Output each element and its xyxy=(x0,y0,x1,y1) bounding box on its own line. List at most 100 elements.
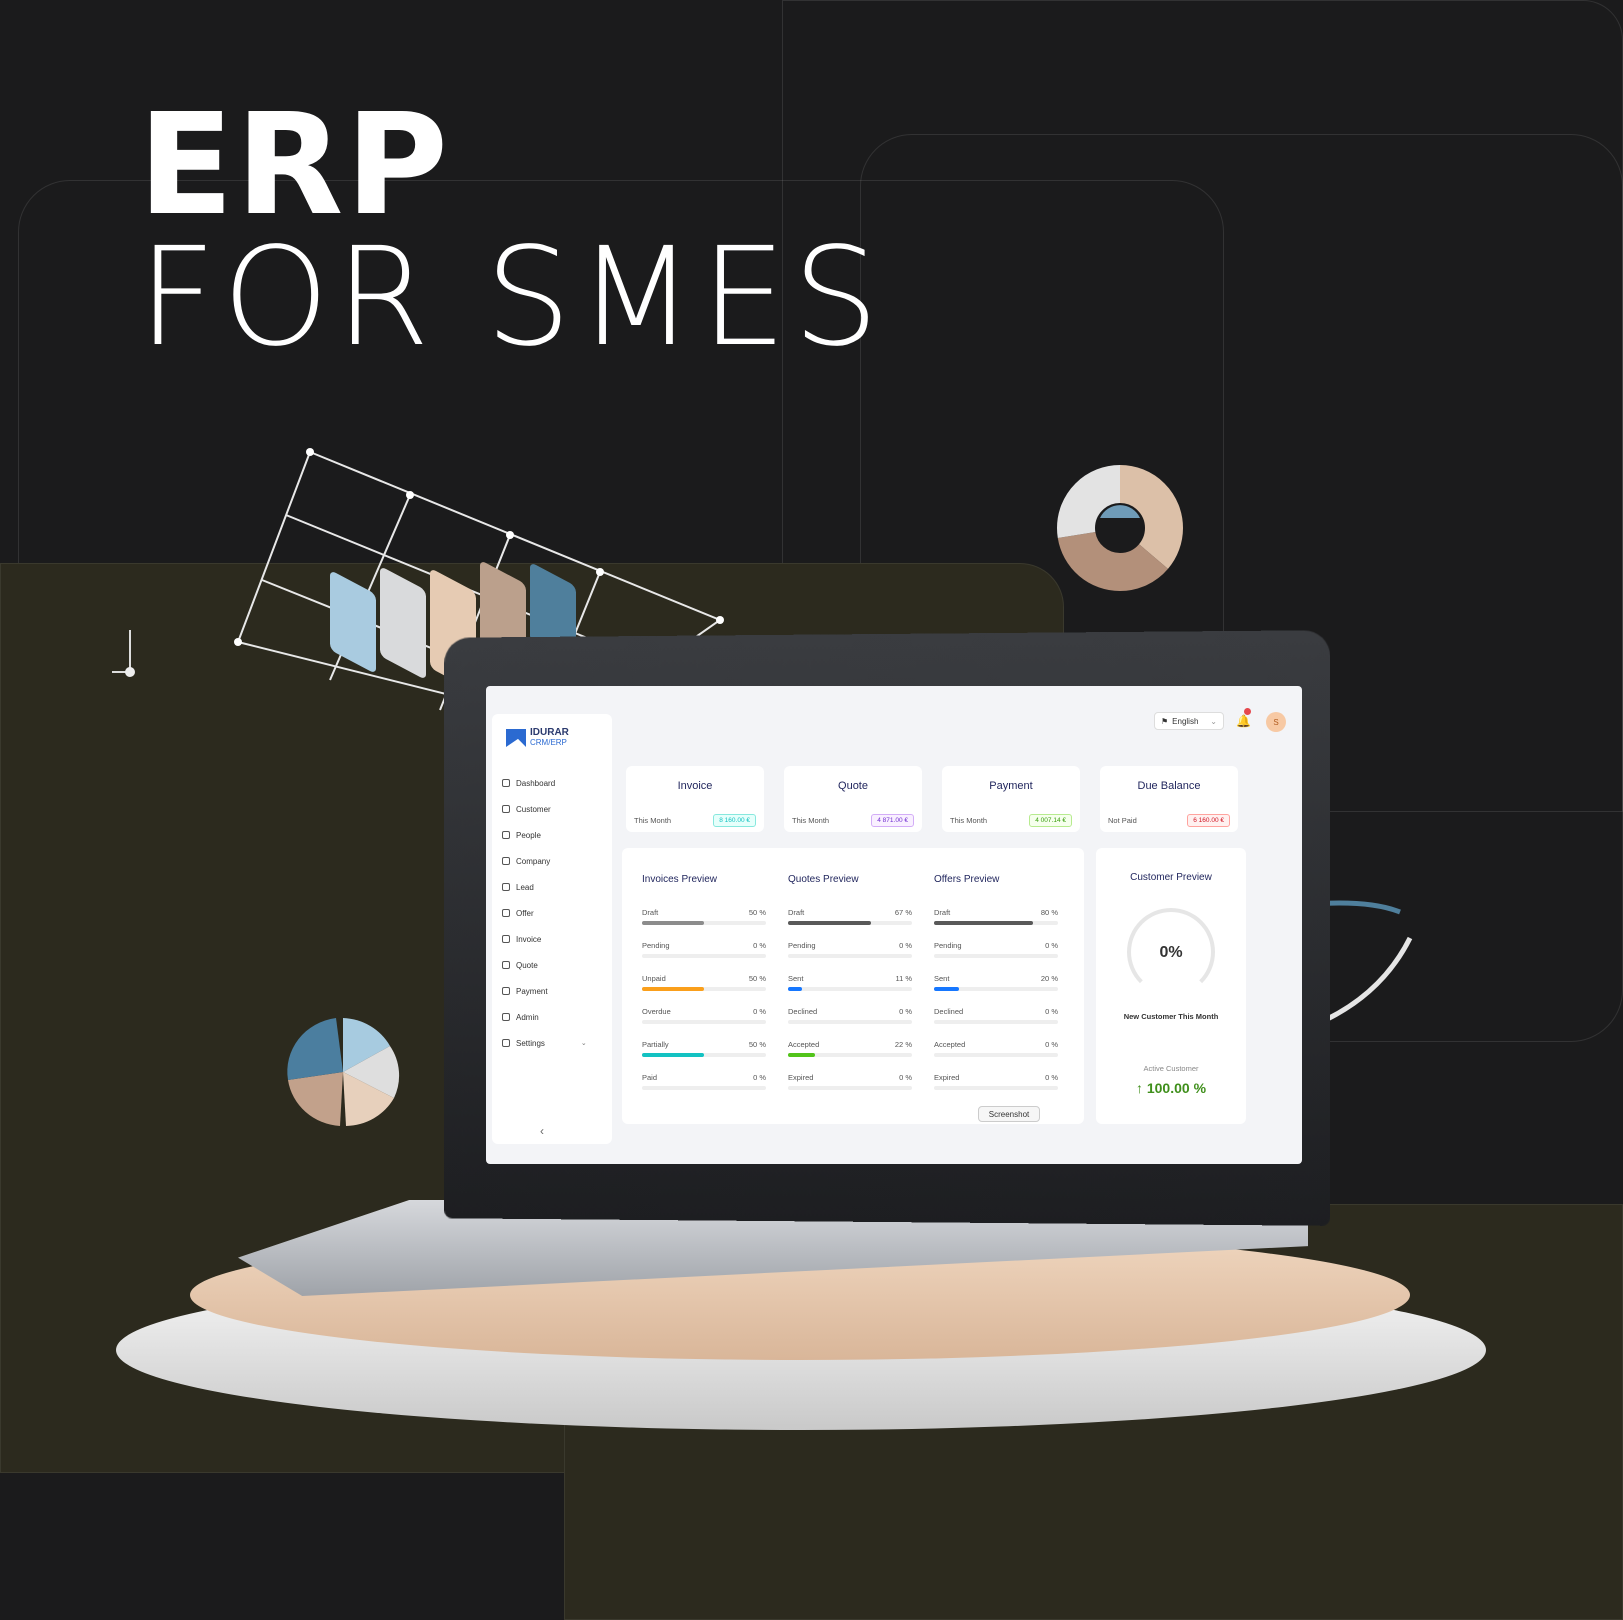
progress-fill xyxy=(642,987,704,991)
progress-label: Pending xyxy=(642,941,670,950)
gear-icon xyxy=(502,1039,510,1047)
progress-track xyxy=(788,1020,912,1024)
card-value-tag: 4 007.14 € xyxy=(1029,814,1072,827)
progress-label: Expired xyxy=(934,1073,960,1082)
sidebar-item-settings[interactable]: Settings⌄ xyxy=(502,1030,587,1056)
file-icon xyxy=(502,909,510,917)
customer-gauge xyxy=(1127,908,1215,996)
sidebar-item-lead[interactable]: Lead xyxy=(502,874,587,900)
progress-label: Draft xyxy=(934,908,951,917)
sidebar-item-quote[interactable]: Quote xyxy=(502,952,587,978)
sidebar-item-company[interactable]: Company xyxy=(502,848,587,874)
sidebar-item-payment[interactable]: Payment xyxy=(502,978,587,1004)
logo[interactable]: IDURAR CRM/ERP xyxy=(506,728,569,748)
sidebar-item-people[interactable]: People xyxy=(502,822,587,848)
progress-track xyxy=(934,1086,1058,1090)
progress-value: 0 % xyxy=(1045,1007,1058,1016)
notification-badge xyxy=(1244,708,1251,715)
progress-value: 50 % xyxy=(748,974,766,983)
progress-fill xyxy=(934,921,1034,925)
sidebar-item-label: Payment xyxy=(516,986,548,996)
card-title: Payment xyxy=(989,780,1033,792)
gauge-value: 0% xyxy=(1159,944,1183,961)
headline-for-smes: FOR SMES xyxy=(138,219,885,377)
progress-track xyxy=(788,987,912,991)
progress-value: 80 % xyxy=(1040,908,1058,917)
sidebar-item-admin[interactable]: Admin xyxy=(502,1004,587,1030)
customer-preview-title: Customer Preview xyxy=(1130,872,1212,883)
progress-track xyxy=(934,954,1058,958)
collapse-sidebar-icon[interactable]: ‹ xyxy=(540,1124,544,1138)
card-label: Not Paid xyxy=(1108,816,1137,825)
language-label: English xyxy=(1172,716,1199,726)
card-label: This Month xyxy=(950,816,988,825)
flag-icon: ⚑ xyxy=(1161,716,1169,726)
progress-fill xyxy=(934,987,959,991)
progress-track xyxy=(642,987,766,991)
card-value-tag: 4 871.00 € xyxy=(871,814,914,827)
sidebar-item-label: Quote xyxy=(516,960,538,970)
sidebar-item-customer[interactable]: Customer xyxy=(502,796,587,822)
progress-fill xyxy=(642,1053,704,1057)
sidebar-nav: Dashboard Customer People Company Lead O… xyxy=(502,770,587,1056)
sidebar-item-dashboard[interactable]: Dashboard xyxy=(502,770,587,796)
progress-label: Accepted xyxy=(788,1040,820,1049)
progress-label: Declined xyxy=(788,1007,818,1016)
logo-name: IDURAR xyxy=(530,727,569,738)
card-title: Invoice xyxy=(677,780,713,792)
card-label: This Month xyxy=(634,816,672,825)
progress-label: Partially xyxy=(642,1040,669,1049)
admin-icon xyxy=(502,1013,510,1021)
building-icon xyxy=(502,857,510,865)
progress-track xyxy=(788,1053,912,1057)
progress-value: 50 % xyxy=(748,908,766,917)
progress-track xyxy=(788,921,912,925)
sidebar-item-offer[interactable]: Offer xyxy=(502,900,587,926)
progress-label: Declined xyxy=(934,1007,964,1016)
progress-value: 67 % xyxy=(894,908,912,917)
progress-value: 0 % xyxy=(899,941,912,950)
card-title: Due Balance xyxy=(1137,780,1201,792)
bell-icon[interactable]: 🔔 xyxy=(1236,714,1251,728)
progress-track xyxy=(934,921,1058,925)
progress-value: 0 % xyxy=(1045,941,1058,950)
progress-row: Draft 67 % xyxy=(788,908,912,930)
progress-track xyxy=(642,1020,766,1024)
user-icon xyxy=(502,831,510,839)
active-customer-value: ↑ 100.00 % xyxy=(1096,1080,1246,1096)
sidebar-item-label: Offer xyxy=(516,908,534,918)
chevron-down-icon: ⌄ xyxy=(1210,716,1217,726)
progress-label: Draft xyxy=(642,908,659,917)
sidebar-item-invoice[interactable]: Invoice xyxy=(502,926,587,952)
sidebar-item-label: Settings xyxy=(516,1038,545,1048)
progress-value: 0 % xyxy=(1045,1073,1058,1082)
decorative-marker xyxy=(112,630,135,677)
progress-label: Sent xyxy=(934,974,950,983)
progress-label: Unpaid xyxy=(642,974,666,983)
progress-label: Draft xyxy=(788,908,805,917)
avatar[interactable]: S xyxy=(1266,712,1286,732)
progress-fill xyxy=(642,921,704,925)
decorative-donut xyxy=(1057,465,1183,591)
progress-track xyxy=(642,1086,766,1090)
decorative-pie xyxy=(287,1018,400,1126)
sidebar-item-label: Admin xyxy=(516,1012,539,1022)
preview-title: Quotes Preview xyxy=(788,874,859,885)
language-select[interactable]: ⚑English ⌄ xyxy=(1154,712,1224,730)
stat-card-payment: Payment This Month 4 007.14 € xyxy=(942,766,1080,832)
progress-value: 20 % xyxy=(1040,974,1058,983)
progress-value: 11 % xyxy=(895,974,912,983)
new-customer-label: New Customer This Month xyxy=(1123,1012,1219,1021)
dashboard-icon xyxy=(502,779,510,787)
screenshot-button[interactable]: Screenshot xyxy=(978,1106,1040,1122)
progress-row: Unpaid 50 % xyxy=(642,974,766,996)
